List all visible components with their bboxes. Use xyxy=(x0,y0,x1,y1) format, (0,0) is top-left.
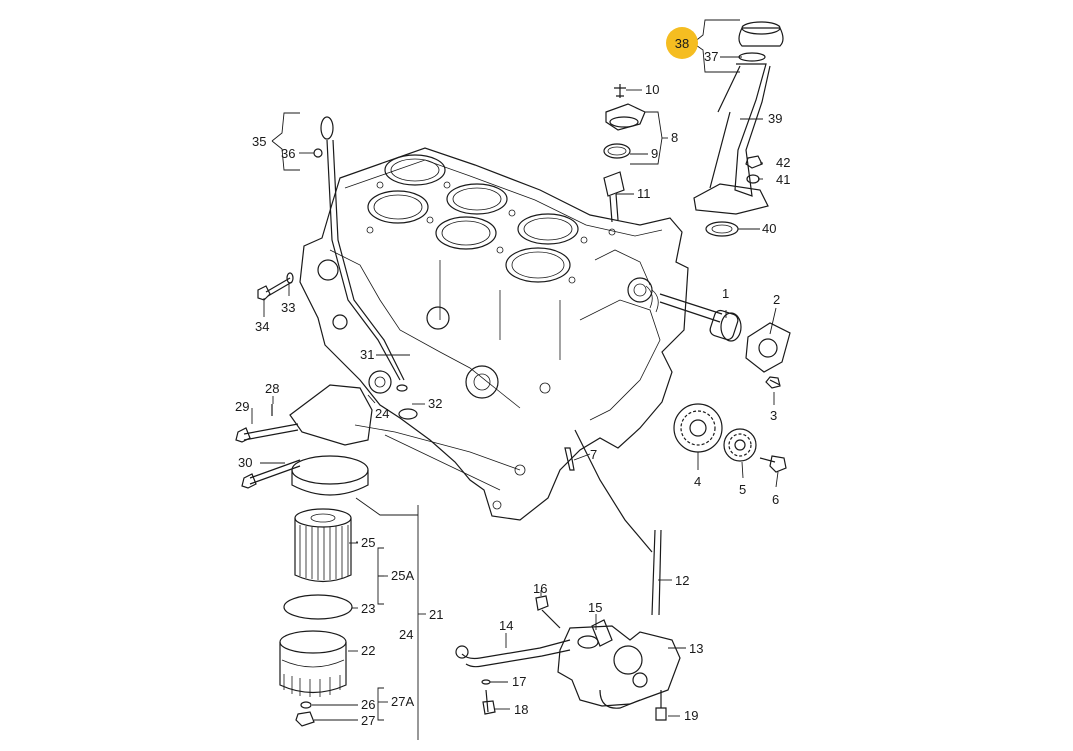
part-label-35[interactable]: 35 xyxy=(252,134,266,149)
part-label-38[interactable]: 38 xyxy=(675,36,689,51)
part-label-10[interactable]: 10 xyxy=(645,82,659,97)
part-label-24-top[interactable]: 24 xyxy=(375,406,389,421)
part-label-6[interactable]: 6 xyxy=(772,492,779,507)
oil-filter-bracket-drawing xyxy=(235,370,418,496)
filter-element-drawing xyxy=(294,508,352,583)
part-label-3[interactable]: 3 xyxy=(770,408,777,423)
part-label-1[interactable]: 1 xyxy=(722,286,729,301)
part-label-33[interactable]: 33 xyxy=(281,300,295,315)
seal-ring-drawing xyxy=(283,594,353,620)
part-label-31[interactable]: 31 xyxy=(360,347,374,362)
part-label-14[interactable]: 14 xyxy=(499,618,513,633)
part-label-32[interactable]: 32 xyxy=(428,396,442,411)
part-label-41[interactable]: 41 xyxy=(776,172,790,187)
part-label-5[interactable]: 5 xyxy=(739,482,746,497)
part-label-26[interactable]: 26 xyxy=(361,697,375,712)
part-label-9[interactable]: 9 xyxy=(651,146,658,161)
part-label-8[interactable]: 8 xyxy=(671,130,678,145)
part-label-4[interactable]: 4 xyxy=(694,474,701,489)
part-label-37[interactable]: 37 xyxy=(704,49,718,64)
drain-plug-drawing xyxy=(295,701,315,727)
gears-drawing xyxy=(673,403,787,473)
oil-pump-drawing xyxy=(455,429,681,721)
part-label-18[interactable]: 18 xyxy=(514,702,528,717)
part-label-27A[interactable]: 27A xyxy=(391,694,414,709)
part-label-2[interactable]: 2 xyxy=(773,292,780,307)
part-label-29[interactable]: 29 xyxy=(235,399,249,414)
dipstick-drawing xyxy=(313,116,408,392)
leader-lines xyxy=(251,19,779,740)
part-label-28[interactable]: 28 xyxy=(265,381,279,396)
part-label-40[interactable]: 40 xyxy=(762,221,776,236)
oil-filler-drawing xyxy=(693,21,784,237)
part-label-39[interactable]: 39 xyxy=(768,111,782,126)
bolt-33-34-drawing xyxy=(257,272,294,301)
part-label-11[interactable]: 11 xyxy=(637,186,651,201)
part-label-24-bottom[interactable]: 24 xyxy=(399,627,413,642)
part-label-19[interactable]: 19 xyxy=(684,708,698,723)
shaft-seal-assembly-drawing xyxy=(645,285,791,389)
selected-part-highlight[interactable] xyxy=(666,27,698,59)
part-label-22[interactable]: 22 xyxy=(361,643,375,658)
part-label-34[interactable]: 34 xyxy=(255,319,269,334)
part-label-17[interactable]: 17 xyxy=(512,674,526,689)
part-label-25A[interactable]: 25A xyxy=(391,568,414,583)
part-label-16[interactable]: 16 xyxy=(533,581,547,596)
part-label-23[interactable]: 23 xyxy=(361,601,375,616)
part-label-42[interactable]: 42 xyxy=(776,155,790,170)
part-label-36[interactable]: 36 xyxy=(281,146,295,161)
part-label-27[interactable]: 27 xyxy=(361,713,375,728)
part-label-7[interactable]: 7 xyxy=(590,447,597,462)
pump-drive-parts-drawing xyxy=(603,84,646,223)
part-label-25[interactable]: 25 xyxy=(361,535,375,550)
part-labels: 38 37 39 42 41 40 10 8 9 11 35 36 33 34 … xyxy=(235,36,790,728)
part-label-21[interactable]: 21 xyxy=(429,607,443,622)
part-label-12[interactable]: 12 xyxy=(675,573,689,588)
part-label-30[interactable]: 30 xyxy=(238,455,252,470)
part-label-15[interactable]: 15 xyxy=(588,600,602,615)
engine-block-drawing xyxy=(299,147,689,521)
part-label-13[interactable]: 13 xyxy=(689,641,703,656)
filter-cap-drawing xyxy=(279,630,347,697)
